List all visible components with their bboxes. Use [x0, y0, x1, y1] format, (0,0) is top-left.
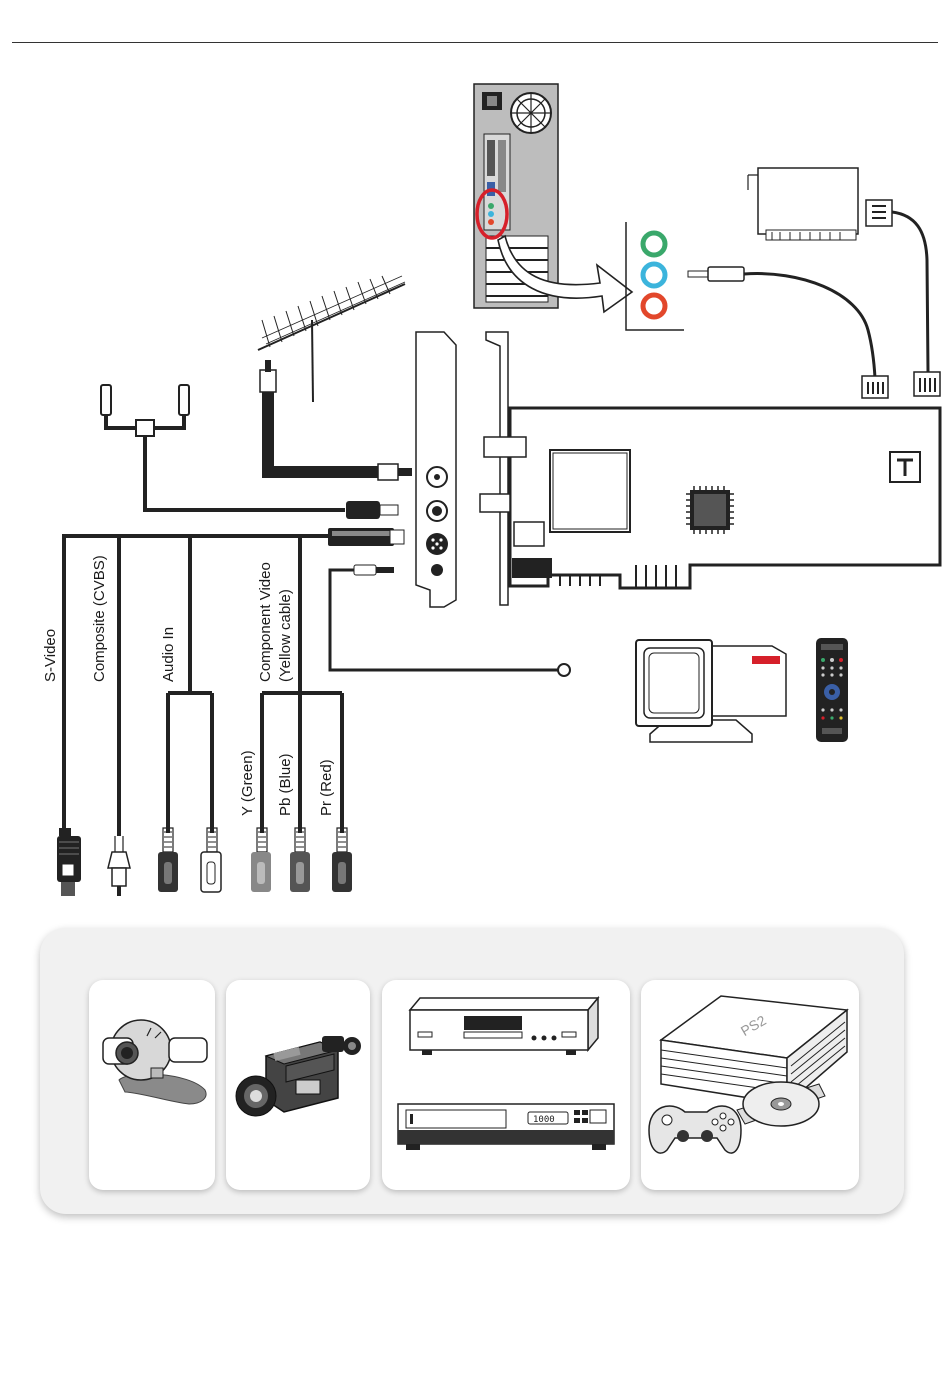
audio-right-plug-icon — [201, 828, 221, 892]
svideo-plug-icon — [57, 828, 81, 896]
vcr-dvr-card: 1000 — [382, 980, 630, 1190]
connection-diagram: S-Video Composite (CVBS) Audio In Compon… — [0, 0, 950, 925]
game-console-icon: PS2 — [641, 980, 859, 1190]
coax-cable — [260, 360, 412, 480]
pr-red-plug-icon — [332, 828, 352, 892]
audio-in-label: Audio In — [160, 627, 177, 682]
webcam-card — [89, 980, 215, 1190]
component-video-label: Component Video — [257, 562, 274, 682]
svideo-label: S-Video — [42, 629, 59, 682]
audio-left-plug-icon — [158, 828, 178, 892]
composite-plug-icon — [108, 836, 130, 896]
y-green-label: Y (Green) — [239, 750, 256, 816]
remote-control-icon — [816, 638, 848, 742]
fm-antenna-cable — [101, 385, 398, 519]
composite-label: Composite (CVBS) — [91, 555, 108, 682]
green-jack-icon — [643, 233, 665, 255]
dvr-display: 1000 — [533, 1115, 555, 1125]
source-devices-panel: 1000 PS2 — [40, 928, 904, 1214]
camcorder-icon — [226, 980, 370, 1190]
blue-jack-icon — [643, 264, 665, 286]
red-jack-icon — [643, 295, 665, 317]
vcr-dvr-icon: 1000 — [382, 980, 630, 1190]
game-console-card: PS2 — [641, 980, 859, 1190]
y-green-plug-icon — [251, 828, 271, 892]
yellow-cable-label: (Yellow cable) — [277, 589, 294, 682]
pr-red-label: Pr (Red) — [318, 759, 335, 816]
camcorder-card — [226, 980, 370, 1190]
audio-cable — [688, 267, 888, 398]
vcr-icon — [410, 998, 598, 1055]
tv-antenna-icon — [258, 276, 405, 402]
dvr-icon: 1000 — [398, 1104, 614, 1150]
webcam-icon — [89, 980, 215, 1190]
pb-blue-label: Pb (Blue) — [277, 753, 294, 816]
pb-blue-plug-icon — [290, 828, 310, 892]
tuner-card — [416, 332, 940, 607]
breakout-cable — [64, 528, 404, 836]
crt-monitor-icon — [636, 640, 786, 742]
audio-jacks-panel — [626, 222, 684, 330]
audio-card — [748, 168, 940, 396]
